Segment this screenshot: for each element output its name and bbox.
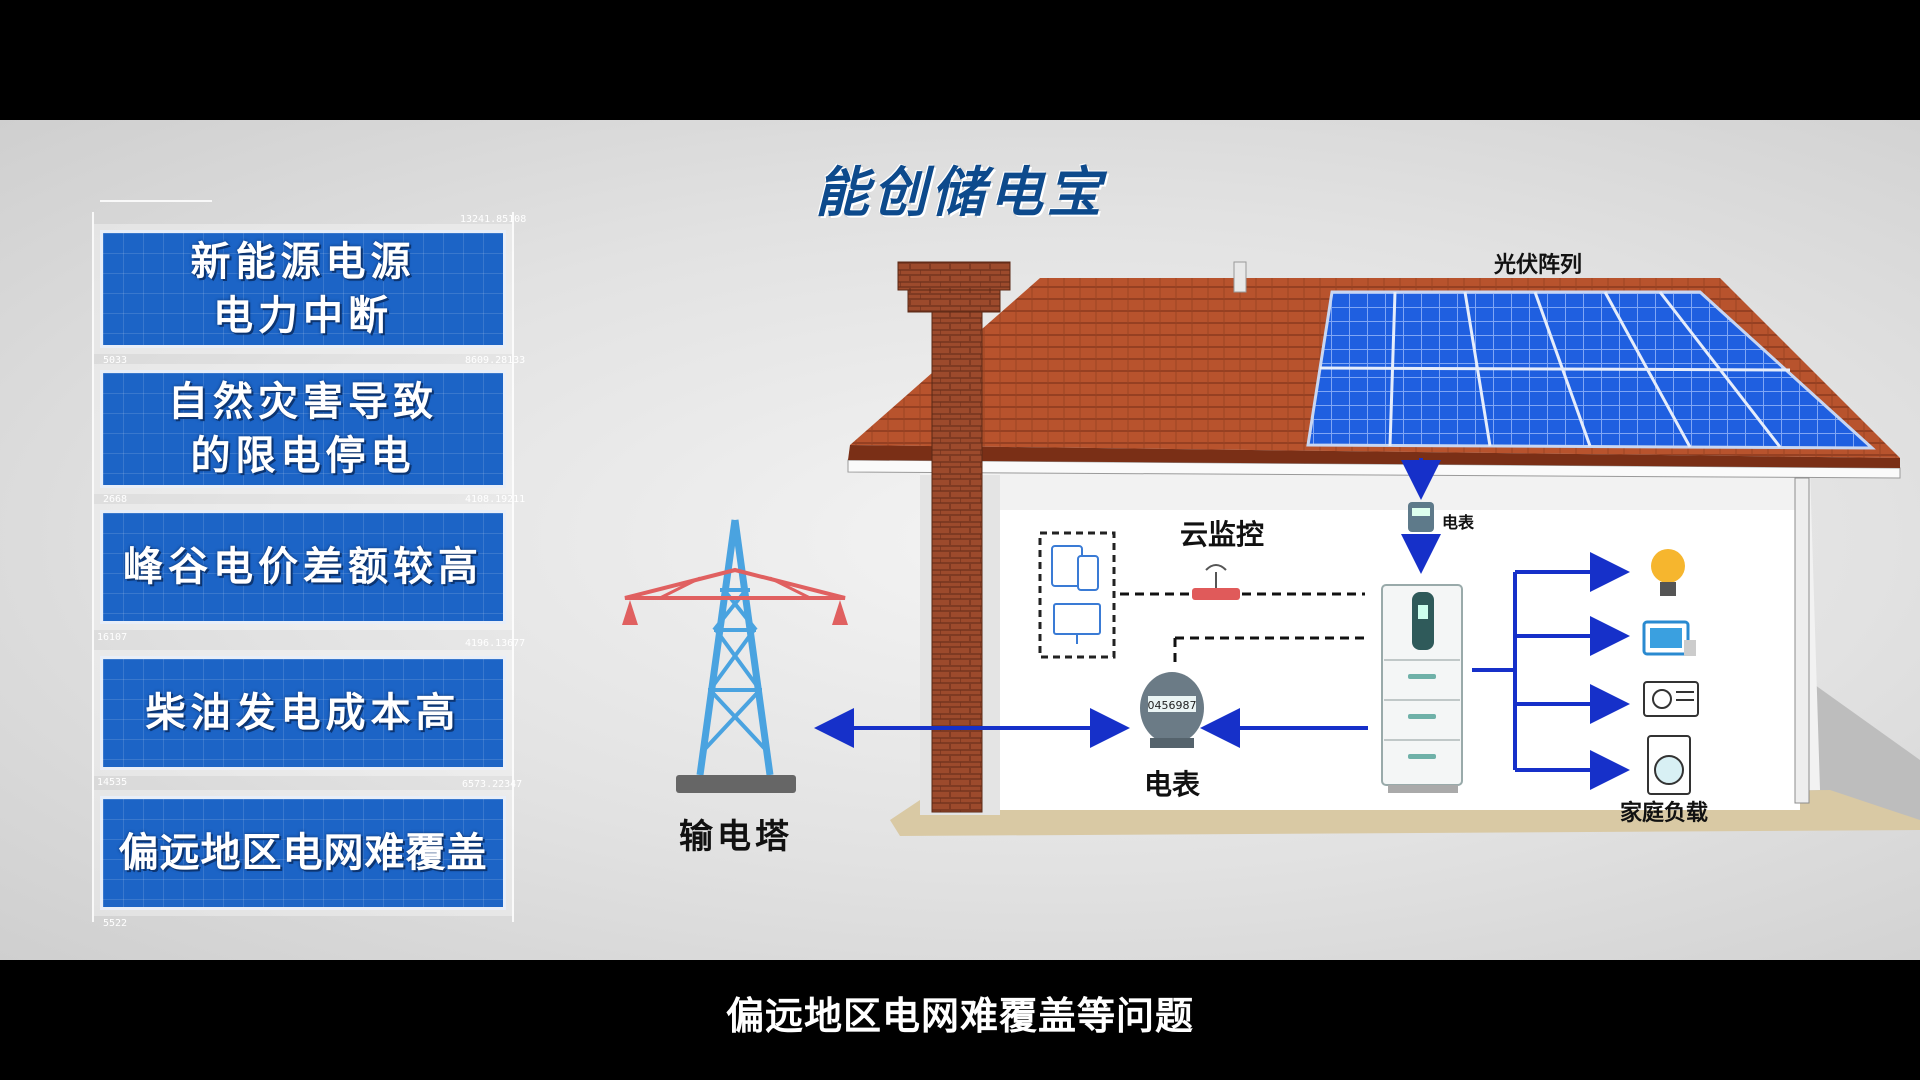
transmission-tower xyxy=(622,519,848,793)
chimney xyxy=(931,311,983,813)
roof-edge xyxy=(848,445,1900,468)
reason-panel-line: 新能源电源 xyxy=(190,239,416,285)
chimney-top xyxy=(897,261,1011,291)
household-load-label: 家庭负载 xyxy=(1620,800,1708,826)
downpipe xyxy=(1794,477,1810,804)
tv-icon xyxy=(1642,620,1696,656)
reason-panel-2: 自然灾害导致 的限电停电 xyxy=(100,370,506,488)
reason-panel-4: 柴油发电成本高 xyxy=(100,656,506,770)
small-meter-icon xyxy=(1408,502,1434,532)
washing-machine-icon xyxy=(1647,735,1691,795)
frame-number: 5522 xyxy=(103,918,128,929)
frame-line-right xyxy=(512,212,514,922)
frame-number: 8609.28133 xyxy=(465,355,526,366)
chimney-cap xyxy=(907,289,1001,313)
air-conditioner-icon xyxy=(1643,681,1699,717)
page-title: 能创储电宝 xyxy=(815,161,1105,224)
roof-overhang xyxy=(847,459,1901,479)
frame-number: 2668 xyxy=(103,494,128,505)
reason-panel-line: 的限电停电 xyxy=(190,433,416,479)
frame-number: 14535 xyxy=(97,777,128,788)
devices-box xyxy=(1038,531,1116,659)
reason-panel-line: 自然灾害导致 xyxy=(168,379,438,425)
frame-line-top xyxy=(100,200,212,202)
cloud-monitor-label: 云监控 xyxy=(1180,518,1264,551)
frame-number: 6573.22347 xyxy=(462,779,523,790)
frame-number: 4108.19211 xyxy=(465,494,526,505)
monitor-icon xyxy=(1053,603,1101,635)
frame-number: 13241.85108 xyxy=(460,214,527,225)
phone-icon xyxy=(1077,555,1099,591)
light-bulb-icon xyxy=(1651,549,1685,596)
frame-number: 4196.13677 xyxy=(465,638,526,649)
small-meter-label: 电表 xyxy=(1442,513,1475,532)
reason-panel-line: 偏远地区电网难覆盖 xyxy=(118,830,488,876)
load-distribution xyxy=(1472,552,1630,790)
frame-line-left xyxy=(92,212,94,922)
reason-panel-line: 电力中断 xyxy=(213,293,393,339)
meter-label: 电表 xyxy=(1144,768,1200,801)
subtitle-caption: 偏远地区电网难覆盖等问题 xyxy=(725,994,1194,1038)
router-icon xyxy=(1192,564,1240,600)
reason-panel-1: 新能源电源 电力中断 xyxy=(100,230,506,348)
pv-array-label: 光伏阵列 xyxy=(1493,252,1582,278)
frame-number: 5033 xyxy=(103,355,128,366)
reason-panel-5: 偏远地区电网难覆盖 xyxy=(100,796,506,910)
reason-panel-line: 柴油发电成本高 xyxy=(145,690,461,736)
reason-panel-3: 峰谷电价差额较高 xyxy=(100,510,506,624)
transmission-tower-label: 输电塔 xyxy=(679,817,793,857)
frame-number: 16107 xyxy=(97,632,128,643)
reason-panel-line: 峰谷电价差额较高 xyxy=(123,544,483,590)
battery-storage-unit xyxy=(1381,584,1463,793)
meter-icon: 0456987 xyxy=(1140,672,1204,748)
meter-reading: 0456987 xyxy=(1148,699,1197,712)
roof-vent xyxy=(1233,261,1247,293)
